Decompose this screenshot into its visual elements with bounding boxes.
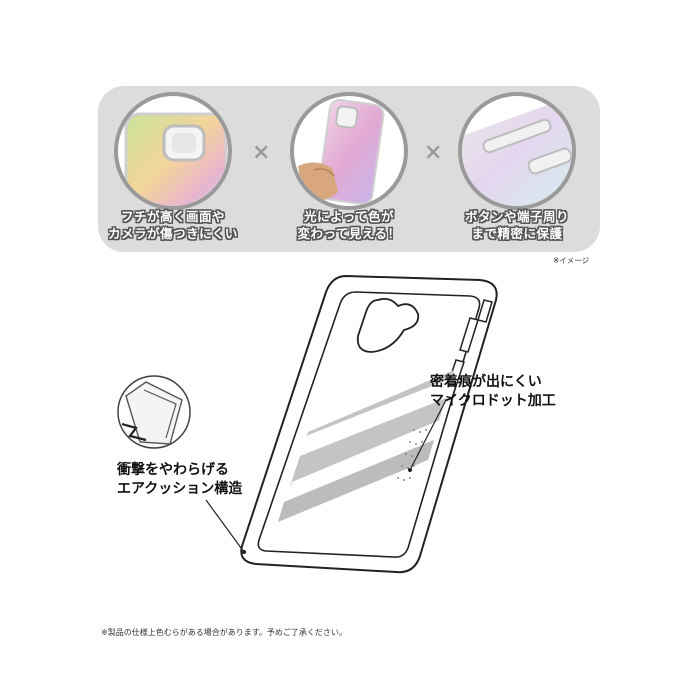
callout-line: 密着痕が出にくい	[430, 374, 542, 390]
feature-circle-buttons	[458, 92, 576, 210]
callout-line: マイクロドット加工	[430, 393, 556, 409]
side-button-icon	[462, 96, 572, 206]
hand-holding-phone-icon	[298, 99, 385, 205]
caption-line: カメラが傷つきにくい	[108, 226, 238, 241]
caption-line: 光によって色が	[303, 209, 394, 224]
feature-caption-camera: フチが高く画面や カメラが傷つきにくい	[98, 208, 248, 242]
feature-circle-camera	[114, 92, 232, 210]
callout-microdot: 密着痕が出にくい マイクロドット加工	[430, 373, 556, 411]
caption-line: ボタンや端子周り	[464, 209, 569, 224]
times-symbol: ×	[252, 140, 271, 165]
image-note: ※イメージ	[553, 256, 590, 265]
footnote: ※製品の仕様上色むらがある場合があります。予めご了承ください。	[101, 628, 347, 637]
callout-line: エアクッション構造	[117, 481, 243, 497]
microdot-pattern	[397, 429, 427, 481]
times-symbol: ×	[424, 140, 443, 165]
feature-caption-buttons: ボタンや端子周り まで精密に保護	[442, 208, 592, 242]
feature-caption-color: 光によって色が 変わって見える！	[274, 208, 424, 242]
callout-line: 衝撃をやわらげる	[117, 462, 229, 478]
caption-line: まで精密に保護	[471, 226, 563, 241]
caption-line: フチが高く画面や	[120, 209, 225, 224]
caption-line: 変わって見える！	[297, 226, 401, 241]
camera-bump-icon	[124, 112, 228, 206]
callout-aircushion: 衝撃をやわらげる エアクッション構造	[117, 461, 242, 499]
feature-circle-color	[290, 92, 408, 210]
